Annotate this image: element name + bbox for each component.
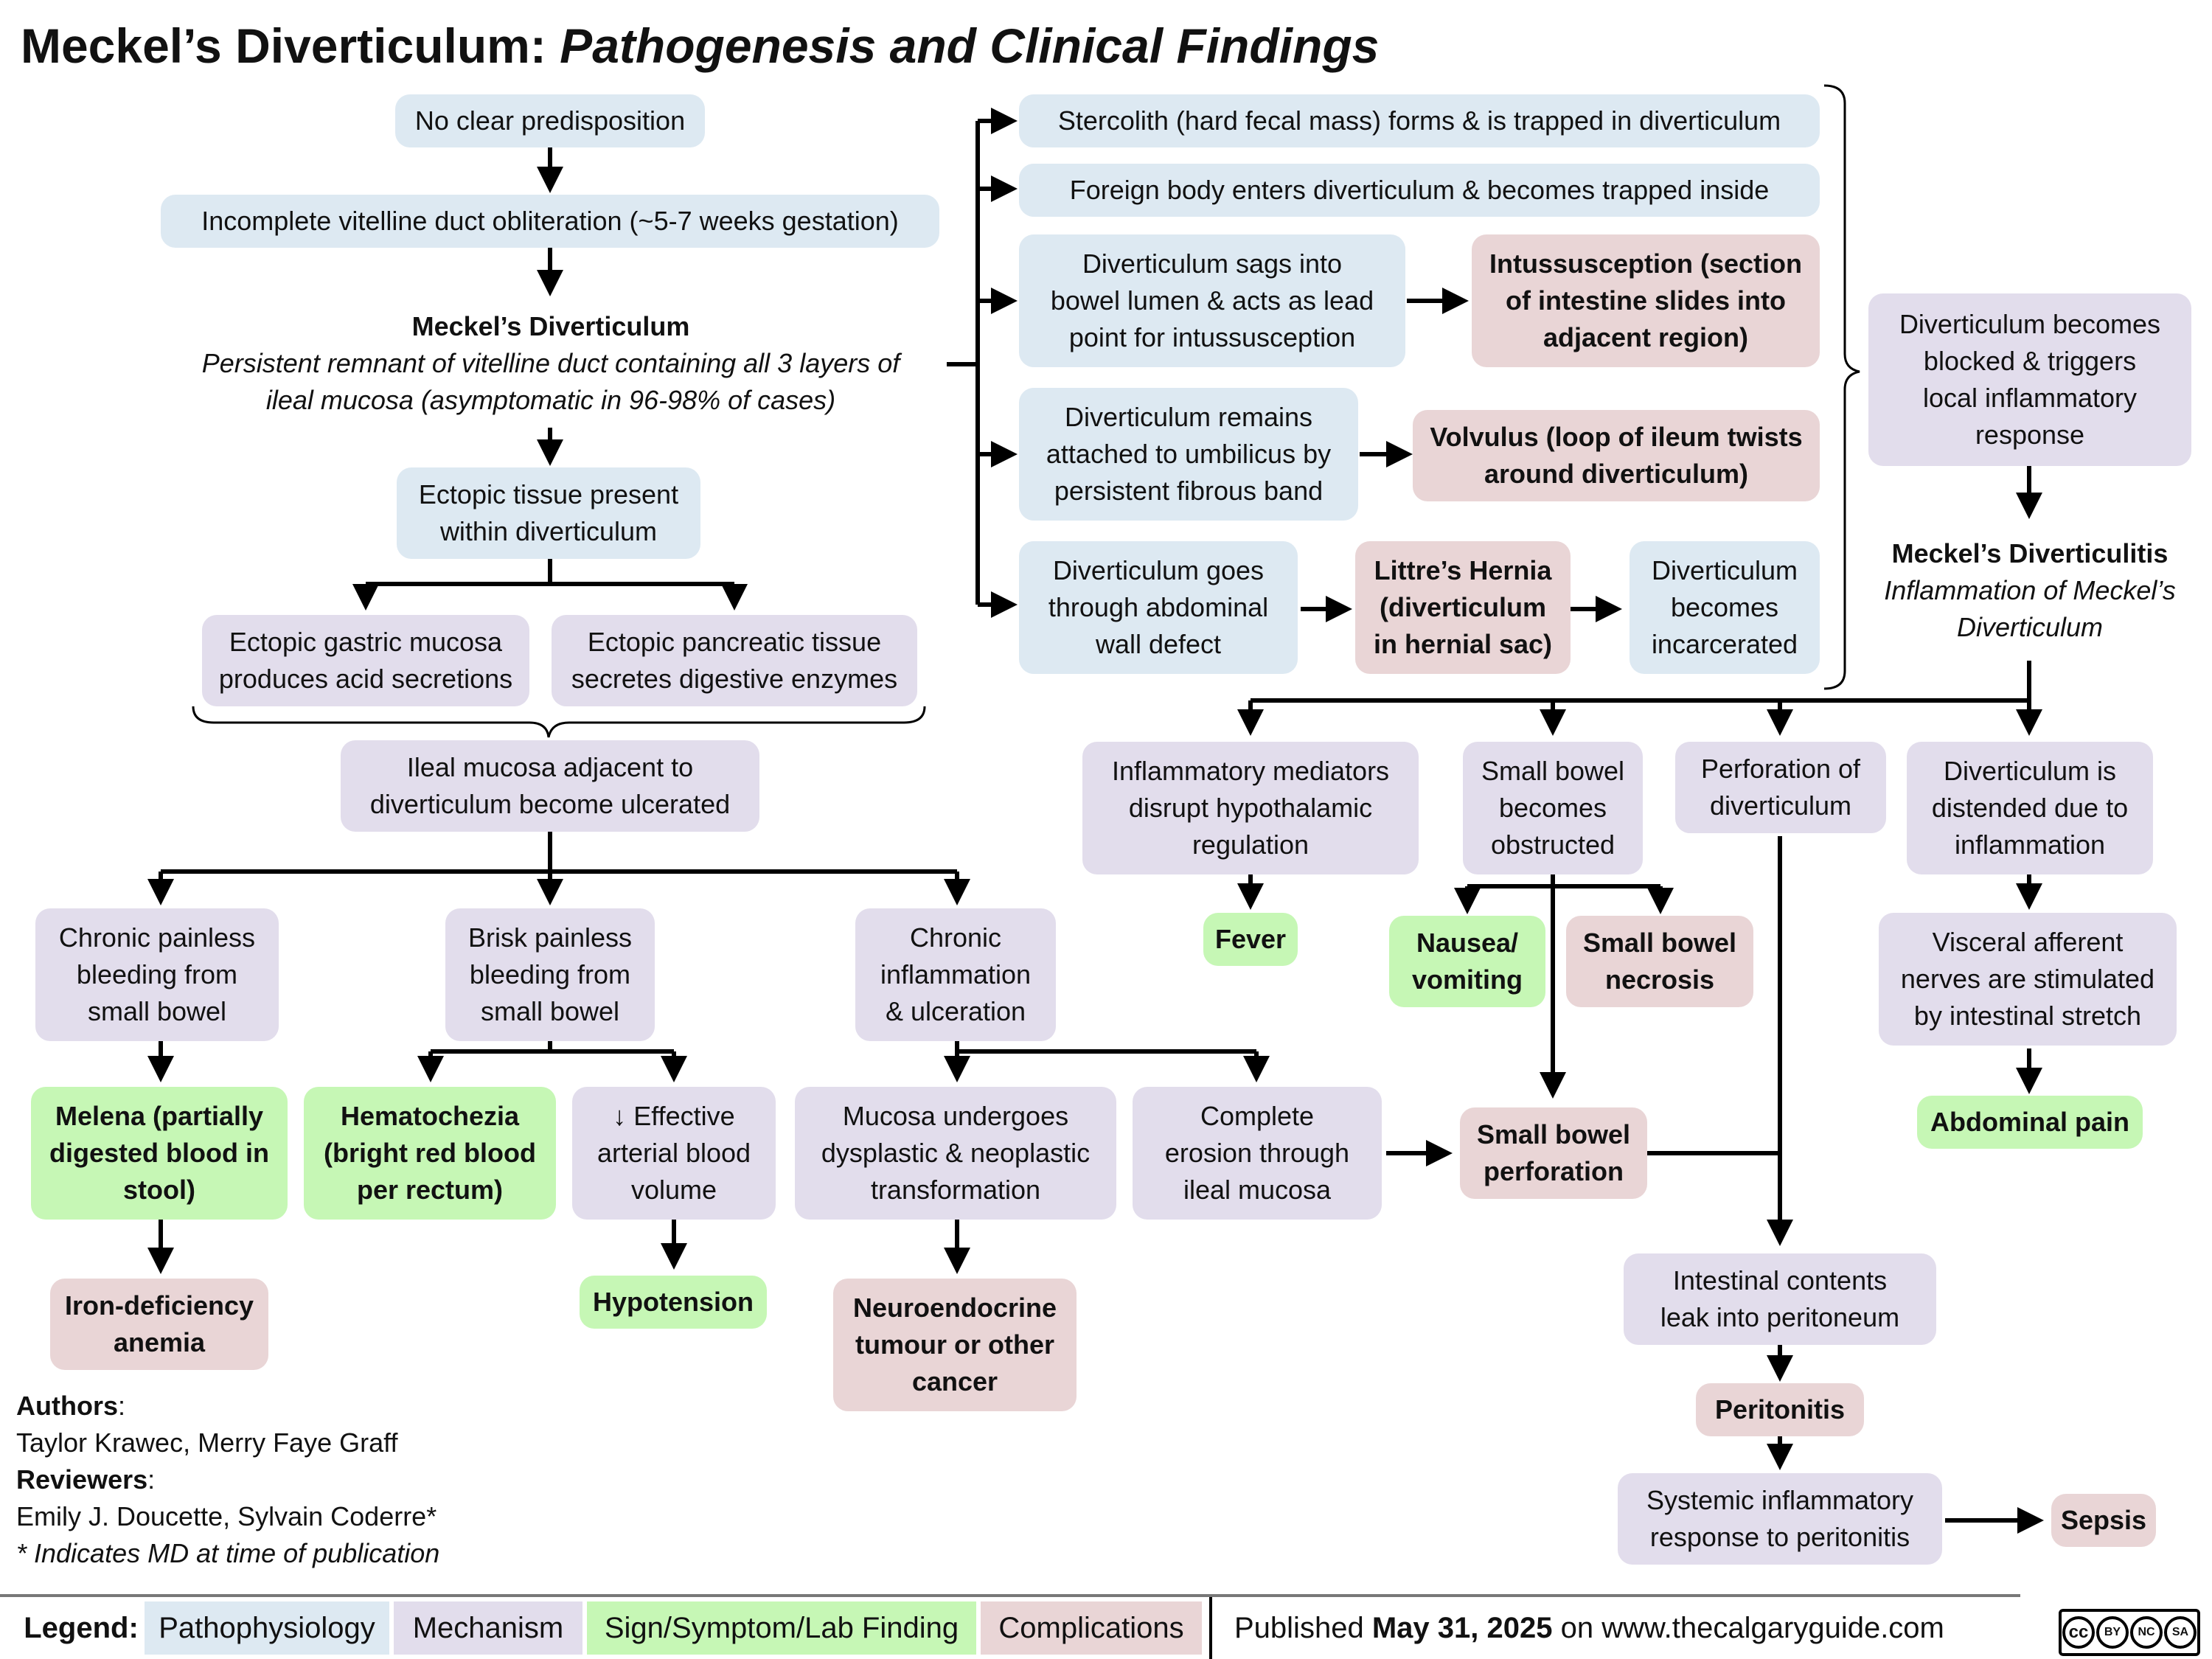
authors-footnote: * Indicates MD at time of publication (16, 1538, 440, 1568)
published-on: on (1560, 1611, 1594, 1644)
reviewers-label: Reviewers (16, 1464, 148, 1495)
node-hypotension: Hypotension (580, 1276, 767, 1329)
authors-block: Authors: Taylor Krawec, Merry Faye Graff… (16, 1388, 439, 1572)
page-title: Meckel’s Diverticulum: Pathogenesis and … (21, 18, 1379, 74)
by-icon: BY (2096, 1616, 2129, 1649)
published-site[interactable]: www.thecalgaryguide.com (1601, 1611, 1944, 1644)
cc-license-badge[interactable]: cc BY NC SA (2059, 1609, 2200, 1656)
legend-sign-symptom: Sign/Symptom/Lab Finding (587, 1601, 976, 1655)
node-no-predisposition: No clear predisposition (395, 94, 705, 147)
published-date: May 31, 2025 (1371, 1611, 1553, 1644)
legend-label: Legend: (24, 1611, 139, 1644)
legend-divider (0, 1594, 2020, 1597)
node-abdominal-pain: Abdominal pain (1917, 1096, 2143, 1149)
legend-mechanism: Mechanism (394, 1601, 582, 1655)
node-foreign-body: Foreign body enters diverticulum & becom… (1019, 164, 1820, 217)
sa-icon: SA (2164, 1616, 2197, 1649)
title-subtitle: Pathogenesis and Clinical Findings (560, 18, 1380, 73)
published-prefix: Published (1234, 1611, 1364, 1644)
authors-label: Authors (16, 1391, 118, 1421)
node-nausea-vomiting: Nausea/vomiting (1389, 916, 1545, 1007)
legend-separator (1209, 1597, 1212, 1659)
authors-names: Taylor Krawec, Merry Faye Graff (16, 1427, 398, 1458)
node-incomplete-obliteration: Incomplete vitelline duct obliteration (… (161, 195, 939, 248)
title-main: Meckel’s Diverticulum: (21, 18, 546, 73)
published-line: Published May 31, 2025 on www.thecalgary… (1234, 1601, 1972, 1655)
legend-pathophysiology: Pathophysiology (145, 1601, 389, 1655)
cc-icon: cc (2062, 1616, 2095, 1649)
node-fever: Fever (1203, 913, 1298, 966)
node-meckels-diverticulum: Meckel’s Diverticulum Persistent remnant… (201, 311, 900, 415)
nc-icon: NC (2130, 1616, 2163, 1649)
legend-complications: Complications (981, 1601, 1202, 1655)
node-meckels-diverticulitis: Meckel’s Diverticulitis Inflammation of … (1884, 538, 2176, 642)
node-sepsis: Sepsis (2051, 1494, 2156, 1547)
node-stercolith: Stercolith (hard fecal mass) forms & is … (1019, 94, 1820, 147)
reviewers-names: Emily J. Doucette, Sylvain Coderre* (16, 1501, 437, 1531)
node-peritonitis: Peritonitis (1696, 1383, 1864, 1436)
